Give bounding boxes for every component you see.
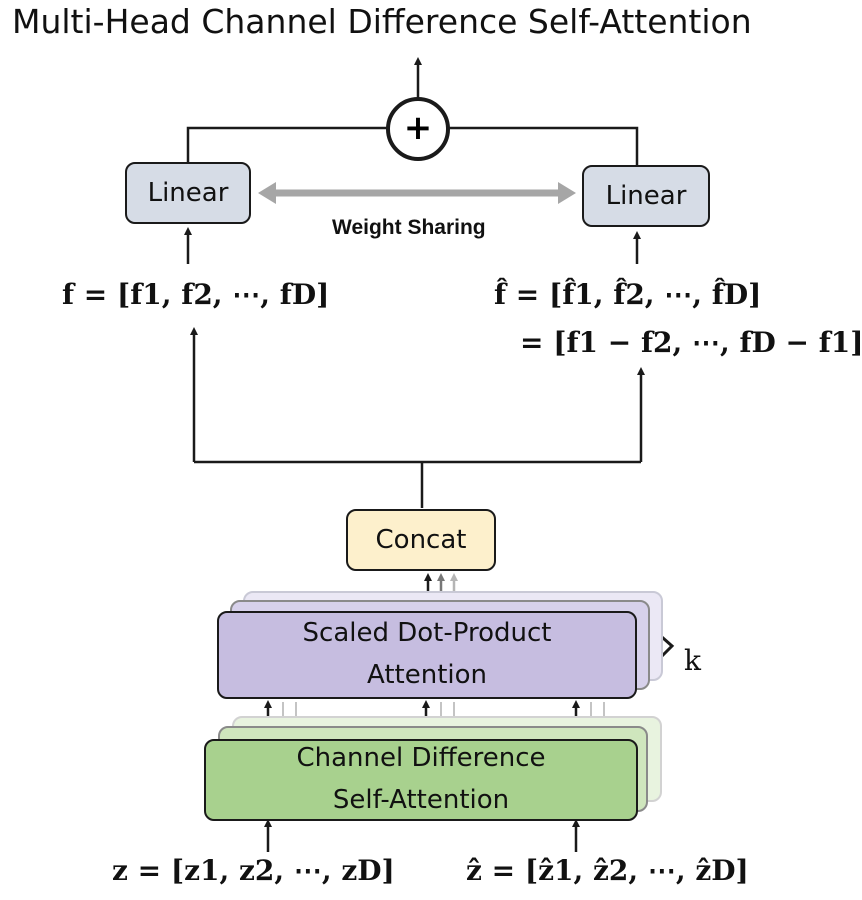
weight-sharing-arrow <box>258 182 576 204</box>
z-hat-equation: ẑ = [ẑ1, ẑ2, ⋯, ẑD] <box>466 854 749 887</box>
f-hat-equation-line1: f̂ = [f̂1, f̂2, ⋯, f̂D] <box>494 278 762 311</box>
linear-left-box: Linear <box>125 162 251 224</box>
sdpa-label-line1: Scaled Dot-Product <box>302 618 552 649</box>
left-to-sum-line <box>186 126 387 162</box>
concat-label: Concat <box>375 525 467 555</box>
sdpa-box: Scaled Dot-Product Attention <box>217 611 637 699</box>
right-to-sum-line <box>449 126 639 165</box>
z-equation: z = [z1, z2, ⋯, zD] <box>112 854 395 887</box>
cdsa-label-line2: Self-Attention <box>332 785 510 815</box>
f-hat-equation-line2: = [f1 − f2, ⋯, fD − f1] <box>520 326 862 359</box>
f-equation: f = [f1, f2, ⋯, fD] <box>62 278 330 311</box>
plus-icon: + <box>403 107 433 148</box>
linear-left-label: Linear <box>147 178 229 208</box>
heads-count-label: k <box>684 644 701 677</box>
concat-split-lines <box>194 460 641 508</box>
concat-box: Concat <box>346 509 496 571</box>
linear-right-label: Linear <box>605 181 687 211</box>
sum-node: + <box>386 97 450 161</box>
cdsa-label-line1: Channel Difference <box>296 743 546 774</box>
diagram-title: Multi-Head Channel Difference Self-Atten… <box>12 2 752 41</box>
cdsa-box: Channel Difference Self-Attention <box>204 739 638 821</box>
linear-right-box: Linear <box>582 165 710 227</box>
weight-sharing-label: Weight Sharing <box>332 216 486 239</box>
sdpa-label-line2: Attention <box>367 660 487 690</box>
